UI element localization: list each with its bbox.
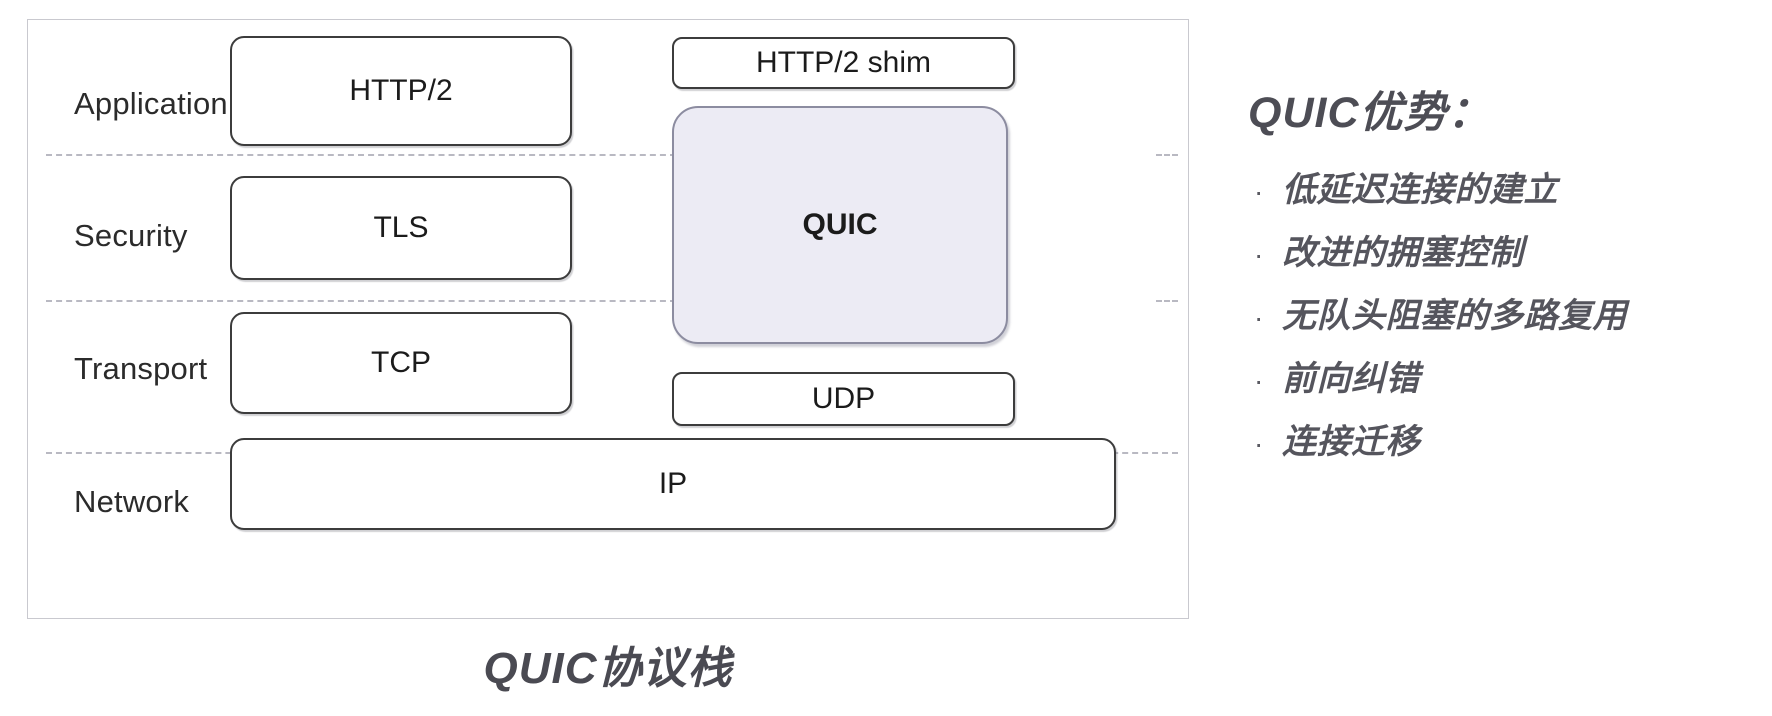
bullet-icon: · bbox=[1254, 428, 1264, 459]
advantage-label: 低延迟连接的建立 bbox=[1282, 171, 1558, 209]
layer-separator-1-left bbox=[46, 154, 676, 156]
protocol-box-tls: TLS bbox=[230, 176, 572, 280]
protocol-box-http2-shim: HTTP/2 shim bbox=[672, 37, 1015, 89]
protocol-box-http2: HTTP/2 bbox=[230, 36, 572, 146]
protocol-box-quic: QUIC bbox=[672, 106, 1008, 344]
layer-label-transport: Transport bbox=[74, 351, 208, 386]
bullet-icon: · bbox=[1254, 176, 1264, 207]
advantage-item: · 无队头阻塞的多路复用 bbox=[1248, 288, 1748, 337]
bullet-icon: · bbox=[1254, 239, 1264, 270]
layer-separator-2-left bbox=[46, 300, 676, 302]
advantage-label: 连接迁移 bbox=[1282, 423, 1420, 461]
bullet-icon: · bbox=[1254, 302, 1264, 333]
protocol-box-tcp: TCP bbox=[230, 312, 572, 414]
diagram-caption: QUIC协议栈 bbox=[483, 644, 733, 693]
quic-stack-diagram: Application Security Transport Network H… bbox=[27, 19, 1189, 619]
advantage-label: 前向纠错 bbox=[1282, 360, 1420, 398]
layer-label-security: Security bbox=[74, 218, 188, 253]
advantage-item: · 前向纠错 bbox=[1248, 351, 1748, 400]
advantage-label: 改进的拥塞控制 bbox=[1282, 234, 1524, 272]
protocol-box-ip: IP bbox=[230, 438, 1116, 530]
advantage-label: 无队头阻塞的多路复用 bbox=[1282, 297, 1627, 335]
layer-separator-2-right bbox=[1156, 300, 1178, 302]
advantage-item: · 低延迟连接的建立 bbox=[1248, 162, 1748, 211]
advantage-item: · 连接迁移 bbox=[1248, 414, 1748, 463]
protocol-box-udp: UDP bbox=[672, 372, 1015, 426]
layer-separator-1-right bbox=[1156, 154, 1178, 156]
advantage-item: · 改进的拥塞控制 bbox=[1248, 225, 1748, 274]
advantages-title: QUIC优势： bbox=[1248, 89, 1492, 137]
quic-advantages-panel: QUIC优势： · 低延迟连接的建立 · 改进的拥塞控制 · 无队头阻塞的多路复… bbox=[1248, 78, 1748, 477]
layer-label-network: Network bbox=[74, 484, 190, 519]
layer-label-application: Application bbox=[74, 86, 228, 121]
bullet-icon: · bbox=[1254, 365, 1264, 396]
